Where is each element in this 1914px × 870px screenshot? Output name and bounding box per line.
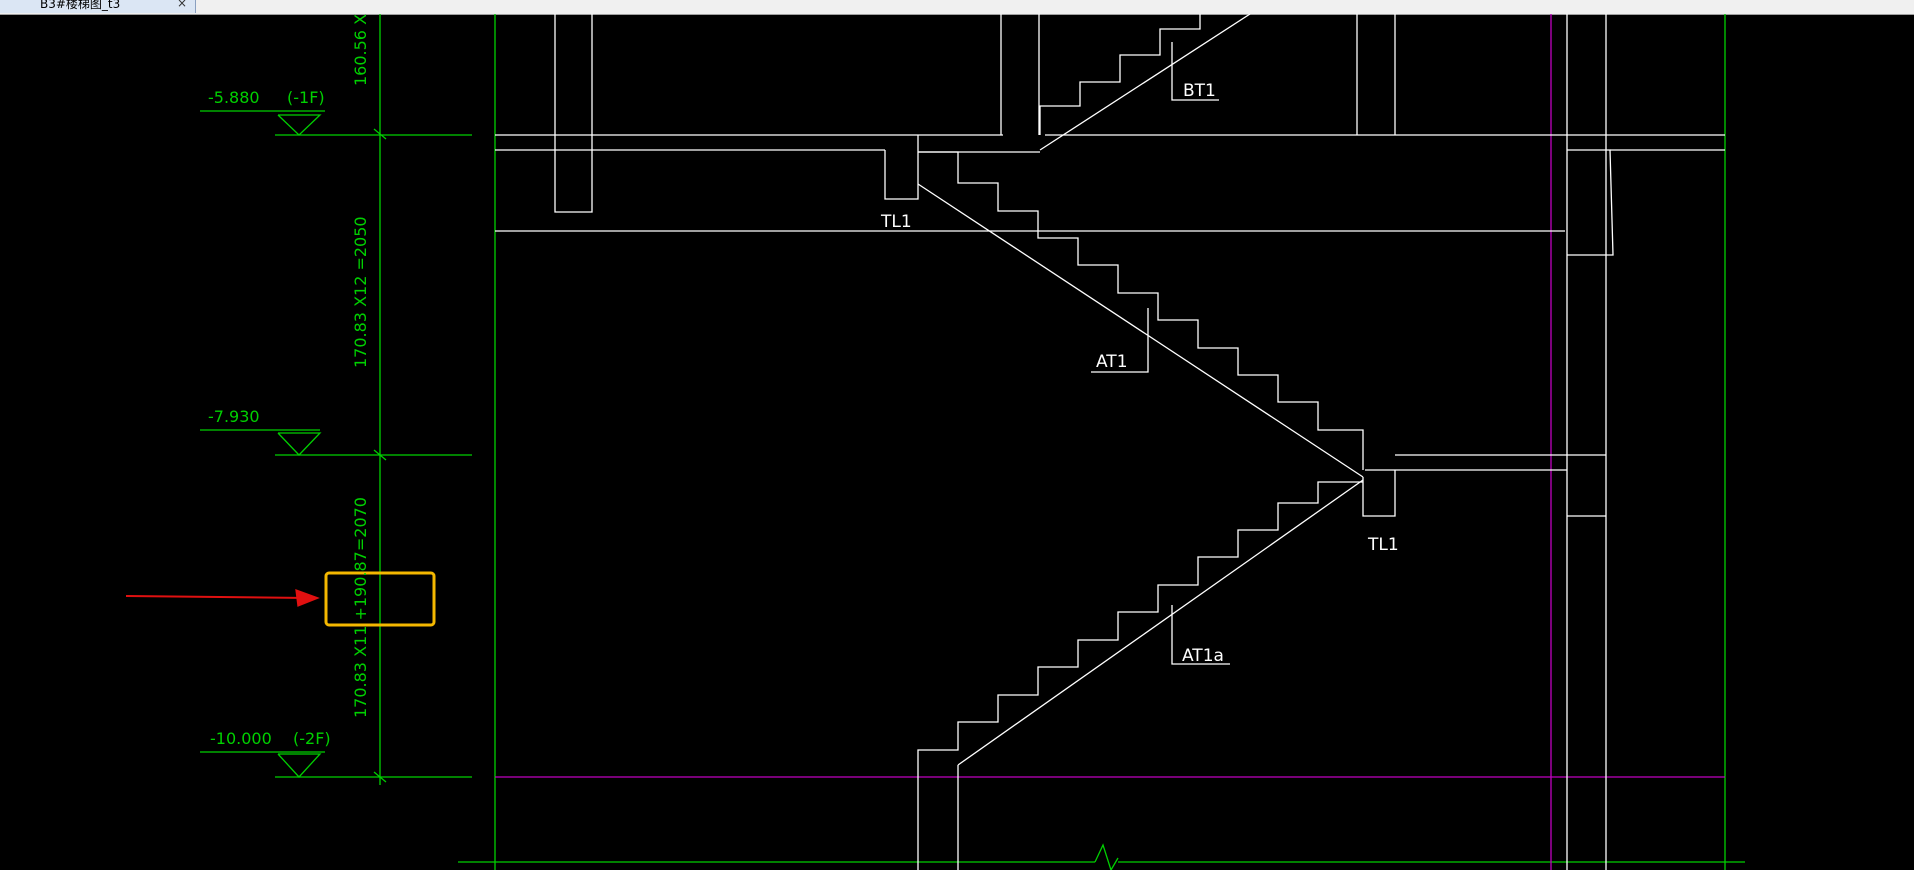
- document-tab[interactable]: B3#楼梯图_t3 ×: [0, 0, 196, 13]
- document-tab-bar: B3#楼梯图_t3 ×: [0, 0, 1914, 15]
- dimension-upper-flight: 170.83 X12 =2050: [351, 216, 370, 368]
- stair-section: [495, 14, 1725, 870]
- dimension-lower-flight: 170.83 X11 +190.87=2070: [351, 497, 370, 718]
- elevation-floor-1: (-1F): [287, 88, 325, 107]
- grid-lines: [379, 14, 1745, 870]
- cad-drawing-canvas[interactable]: 160.56 X9 170.83 X12 =2050 170.83 X11 +1…: [0, 14, 1914, 870]
- elevation-floor-3: (-2F): [293, 729, 331, 748]
- close-icon[interactable]: ×: [177, 0, 188, 10]
- elevation-level-2: -7.930: [208, 407, 260, 426]
- label-at1: AT1: [1096, 352, 1128, 372]
- axis-lines: [495, 14, 1725, 870]
- annotation-overlay: [125, 571, 436, 627]
- dimension-top-partial: 160.56 X9: [351, 14, 370, 86]
- label-at1a: AT1a: [1182, 646, 1224, 666]
- tab-title: B3#楼梯图_t3: [40, 0, 121, 11]
- elevation-level-1: -5.880: [208, 88, 260, 107]
- elevation-level-3: -10.000: [210, 729, 272, 748]
- elevation-markers: [200, 110, 472, 783]
- label-tl1-lower: TL1: [1367, 535, 1399, 555]
- label-tl1-upper: TL1: [880, 212, 912, 232]
- label-bt1: BT1: [1183, 81, 1216, 101]
